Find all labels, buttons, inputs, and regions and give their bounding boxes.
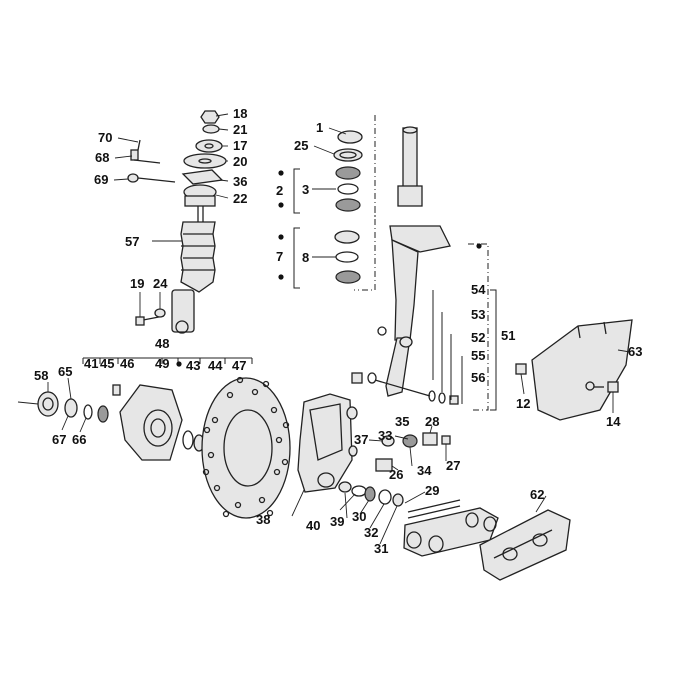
callout-25: 25: [294, 138, 308, 153]
callout-7: 7: [276, 249, 283, 264]
callout-8: 8: [302, 250, 309, 265]
callout-63: 63: [628, 344, 642, 359]
callout-34: 34: [417, 463, 432, 478]
callout-32: 32: [364, 525, 378, 540]
callout-18: 18: [233, 106, 247, 121]
callout-12: 12: [516, 396, 530, 411]
callout-68: 68: [95, 150, 109, 165]
reference-dots: [176, 170, 482, 367]
callout-58: 58: [34, 368, 48, 383]
callout-69: 69: [94, 172, 108, 187]
steering-tube-fork: [351, 126, 489, 411]
callout-29: 29: [425, 483, 439, 498]
callout-40: 40: [306, 518, 320, 533]
callout-19: 19: [130, 276, 144, 291]
callout-28: 28: [425, 414, 439, 429]
callout-17: 17: [233, 138, 247, 153]
callout-51: 51: [501, 328, 515, 343]
callout-44: 44: [208, 358, 223, 373]
swing-arm-cover: [479, 509, 571, 581]
callout-52: 52: [471, 330, 485, 345]
callout-46: 46: [120, 356, 134, 371]
callout-1: 1: [316, 120, 323, 135]
callout-67: 67: [52, 432, 66, 447]
callout-31: 31: [374, 541, 388, 556]
callout-36: 36: [233, 174, 247, 189]
callout-26: 26: [389, 467, 403, 482]
callout-35: 35: [395, 414, 409, 429]
callout-54: 54: [471, 282, 486, 297]
shock-absorber-assembly: [127, 110, 227, 334]
callout-66: 66: [72, 432, 86, 447]
callout-33: 33: [378, 428, 392, 443]
callout-55: 55: [471, 348, 485, 363]
callout-22: 22: [233, 191, 247, 206]
callout-2: 2: [276, 183, 283, 198]
callout-47: 47: [232, 358, 246, 373]
brake-caliper-body: [297, 393, 451, 507]
callout-43: 43: [186, 358, 200, 373]
callout-38: 38: [256, 512, 270, 527]
callout-39: 39: [330, 514, 344, 529]
callout-49: 49: [155, 356, 169, 371]
callout-62: 62: [530, 487, 544, 502]
callout-21: 21: [233, 122, 247, 137]
callout-3: 3: [302, 182, 309, 197]
callout-labels: 1 2 3 7 8 12 14 17 18 19 20 21 22 24 25 …: [34, 106, 642, 556]
callout-56: 56: [471, 370, 485, 385]
callout-24: 24: [153, 276, 168, 291]
callout-53: 53: [471, 307, 485, 322]
leader-lines: [47, 113, 631, 545]
callout-70: 70: [98, 130, 112, 145]
callout-37: 37: [354, 432, 368, 447]
callout-14: 14: [606, 414, 621, 429]
front-hub-brake-disc: [17, 376, 291, 519]
callout-27: 27: [446, 458, 460, 473]
callout-41: 41: [84, 356, 98, 371]
callout-30: 30: [352, 509, 366, 524]
callout-57: 57: [125, 234, 139, 249]
callout-45: 45: [100, 356, 114, 371]
steering-bearing-stack: [333, 115, 376, 291]
callout-65: 65: [58, 364, 72, 379]
callout-48: 48: [155, 336, 169, 351]
callout-20: 20: [233, 154, 247, 169]
front-mudguard: [515, 319, 633, 421]
